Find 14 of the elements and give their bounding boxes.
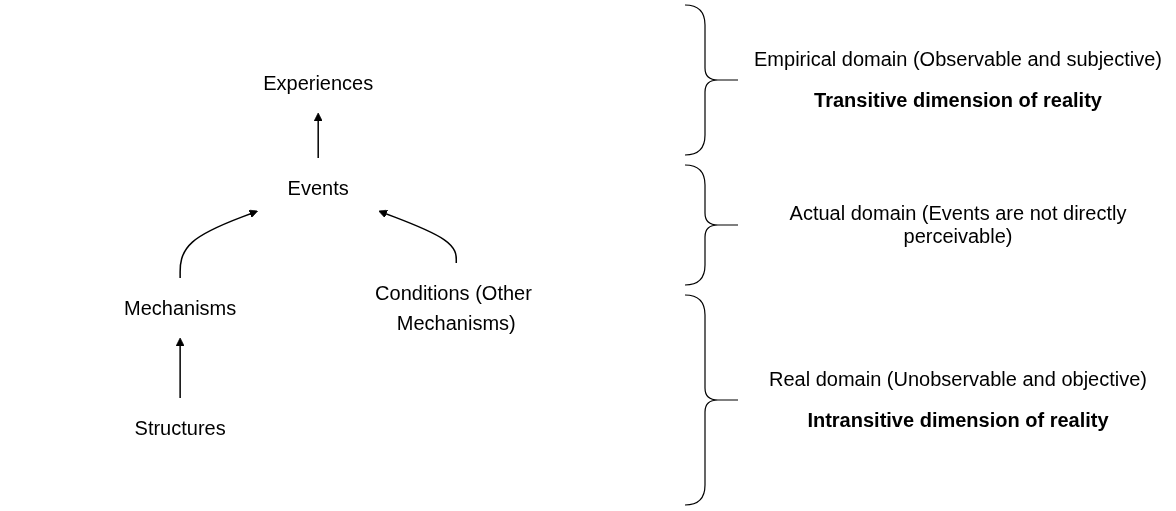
arrow: [378, 209, 457, 264]
node-text: Conditions (Other Mechanisms): [374, 282, 532, 334]
node-text: Mechanisms: [123, 297, 237, 319]
node-text: Events: [287, 177, 349, 199]
node-text: Structures: [134, 417, 226, 439]
node-text: Experiences: [263, 72, 374, 94]
dimension-label: Intransitive dimension of reality: [806, 409, 1110, 432]
arrow: [179, 209, 258, 279]
domain-label: Empirical domain (Observable and subjective): [753, 48, 1163, 71]
arrow: [175, 337, 185, 399]
domain-label: Real domain (Unobservable and objective): [768, 368, 1148, 391]
domain-label: Actual domain (Events are not directly perceivable): [788, 202, 1128, 248]
arrow: [313, 112, 323, 159]
dimension-label: Transitive dimension of reality: [813, 89, 1103, 112]
